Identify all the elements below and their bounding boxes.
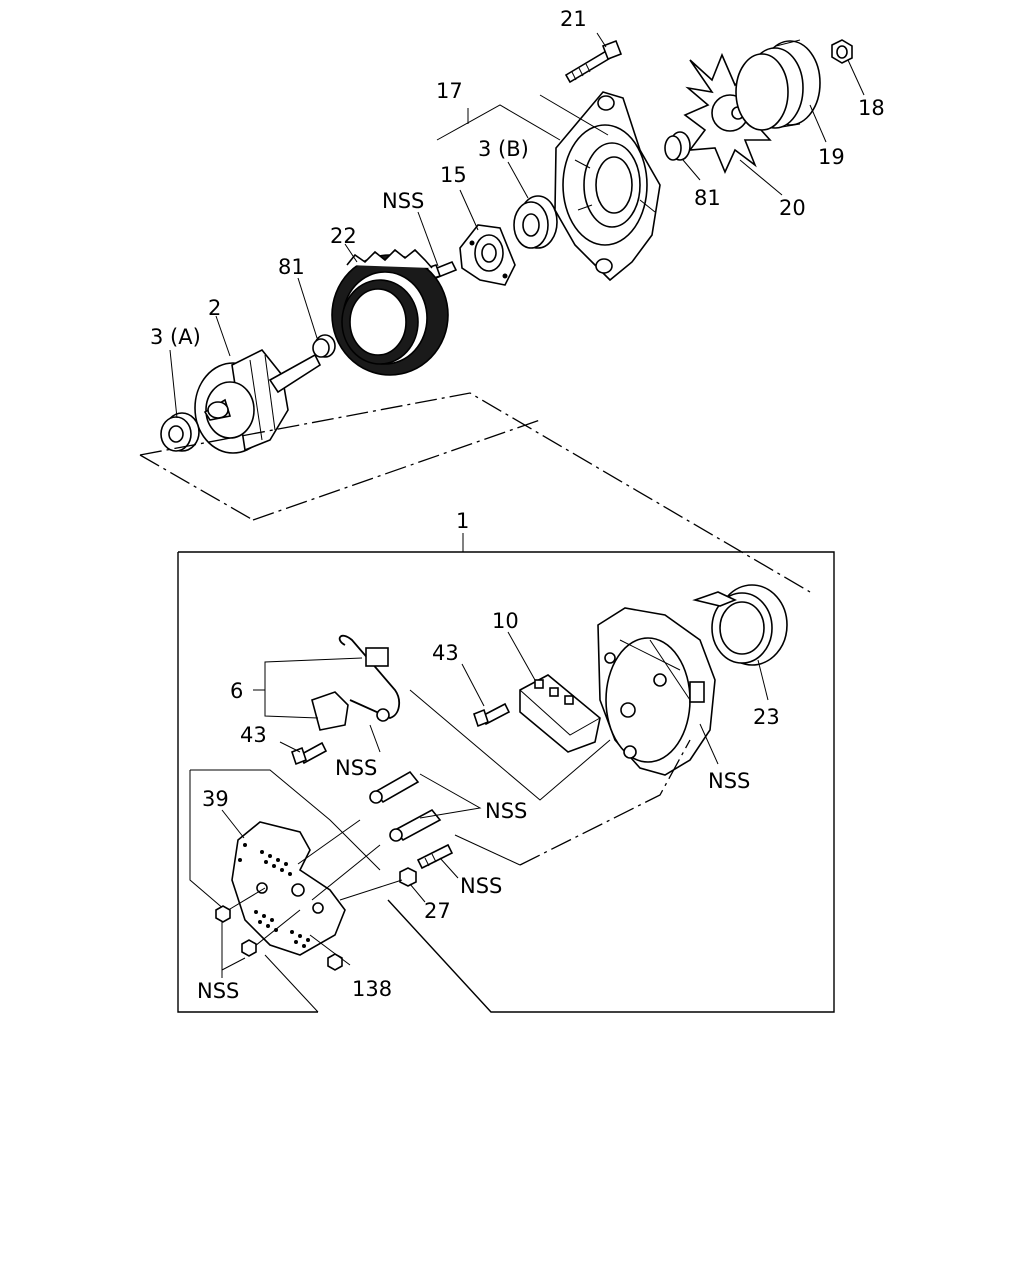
callout-138: 138	[352, 977, 392, 1001]
leader-3a	[169, 349, 178, 419]
guide-line-nut-2	[249, 909, 301, 951]
bearing-3a	[160, 412, 200, 452]
callout-23: 23	[753, 705, 780, 729]
callout-nss-stud: NSS	[460, 874, 502, 898]
diode-stud-upper	[369, 770, 420, 804]
callout-nss-nuts: NSS	[197, 979, 239, 1003]
callout-2: 2	[208, 296, 221, 320]
bracket-17	[436, 104, 561, 141]
alignment-line-upper	[139, 392, 811, 593]
leader-27	[409, 883, 426, 903]
leader-2	[215, 315, 231, 357]
callout-1: 1	[456, 509, 469, 533]
nut-138	[327, 953, 343, 971]
diode-stud-lower	[389, 808, 442, 842]
guide-line-diode-1	[297, 819, 361, 865]
callout-nss-6: NSS	[335, 756, 377, 780]
alignment-line-left	[139, 454, 254, 521]
leader-nss-stud	[439, 857, 459, 879]
guide-line-rectifier-left	[189, 770, 226, 911]
leader-20	[739, 159, 783, 196]
leader-nss-housing	[699, 723, 719, 765]
rotor-2	[194, 348, 322, 454]
callout-81-upper: 81	[694, 186, 721, 210]
bolt-guide-line	[539, 94, 609, 136]
collar-81	[312, 334, 336, 358]
callout-19: 19	[818, 145, 845, 169]
leader-10	[507, 631, 536, 681]
leader-23	[757, 659, 769, 701]
callout-22: 22	[330, 224, 357, 248]
callout-3a: 3 (A)	[150, 325, 201, 349]
collar-81-upper	[664, 131, 691, 161]
through-bolt-21	[564, 39, 623, 84]
leader-18	[847, 59, 865, 96]
leader-15	[459, 189, 479, 231]
brush-lead-6	[311, 634, 401, 731]
callout-21: 21	[560, 7, 587, 31]
leader-22	[344, 243, 358, 263]
callout-15: 15	[440, 163, 467, 187]
screw-43-lead	[291, 741, 328, 766]
nut-18	[831, 39, 853, 64]
alignment-line-bottom	[252, 419, 541, 521]
callout-6: 6	[230, 679, 243, 703]
nut-nss-2	[241, 939, 257, 957]
callout-27: 27	[424, 899, 451, 923]
leader-nss-top	[417, 211, 439, 267]
guide-line-housing	[454, 834, 521, 866]
callout-10: 10	[492, 609, 519, 633]
guide-line-bottom	[264, 954, 319, 1013]
rectifier-39	[231, 821, 346, 956]
pulley-19	[735, 39, 821, 131]
bracket-nss-diodes	[419, 773, 482, 819]
screw-43-regulator	[473, 702, 511, 728]
stator-22	[331, 248, 449, 376]
callout-20: 20	[779, 196, 806, 220]
assembly-box-1-left	[177, 552, 318, 1013]
leader-3b	[507, 161, 529, 199]
callout-39: 39	[202, 787, 229, 811]
guide-line-nut-1	[224, 887, 266, 913]
alignment-line-housing	[519, 739, 691, 866]
leader-nss-6	[369, 724, 381, 753]
leader-19	[809, 104, 827, 143]
leader-81-upper	[682, 159, 701, 181]
nut-nss-1	[215, 905, 231, 923]
retainer-screw-nss	[425, 260, 458, 281]
callout-nss-top: NSS	[382, 189, 424, 213]
guide-line-regulator	[409, 689, 611, 801]
callout-43-regulator: 43	[432, 641, 459, 665]
callout-nss-diodes: NSS	[485, 799, 527, 823]
nut-27	[399, 867, 417, 887]
callout-43-lead: 43	[240, 723, 267, 747]
callout-3b: 3 (B)	[478, 137, 529, 161]
rear-housing	[597, 607, 716, 776]
callout-nss-housing: NSS	[708, 769, 750, 793]
leader-43-b	[279, 741, 301, 753]
guide-line-rectifier	[190, 769, 381, 871]
retainer-plate-15	[459, 224, 516, 286]
leader-43-a	[461, 663, 485, 707]
leader-81	[297, 277, 318, 339]
guide-line-stud	[339, 879, 403, 901]
stud-nss	[416, 843, 454, 870]
bearing-3b	[513, 195, 558, 249]
guide-line-diode-2	[311, 844, 381, 901]
callout-18: 18	[858, 96, 885, 120]
bushing-23	[692, 584, 788, 666]
regulator-10	[519, 674, 601, 753]
assembly-box-1	[178, 551, 835, 1013]
leader-21	[596, 32, 607, 48]
leader-39	[221, 809, 245, 839]
leader-138	[309, 934, 351, 966]
drive-end-frame-17	[554, 91, 661, 282]
callout-81: 81	[278, 255, 305, 279]
callout-17: 17	[436, 79, 463, 103]
